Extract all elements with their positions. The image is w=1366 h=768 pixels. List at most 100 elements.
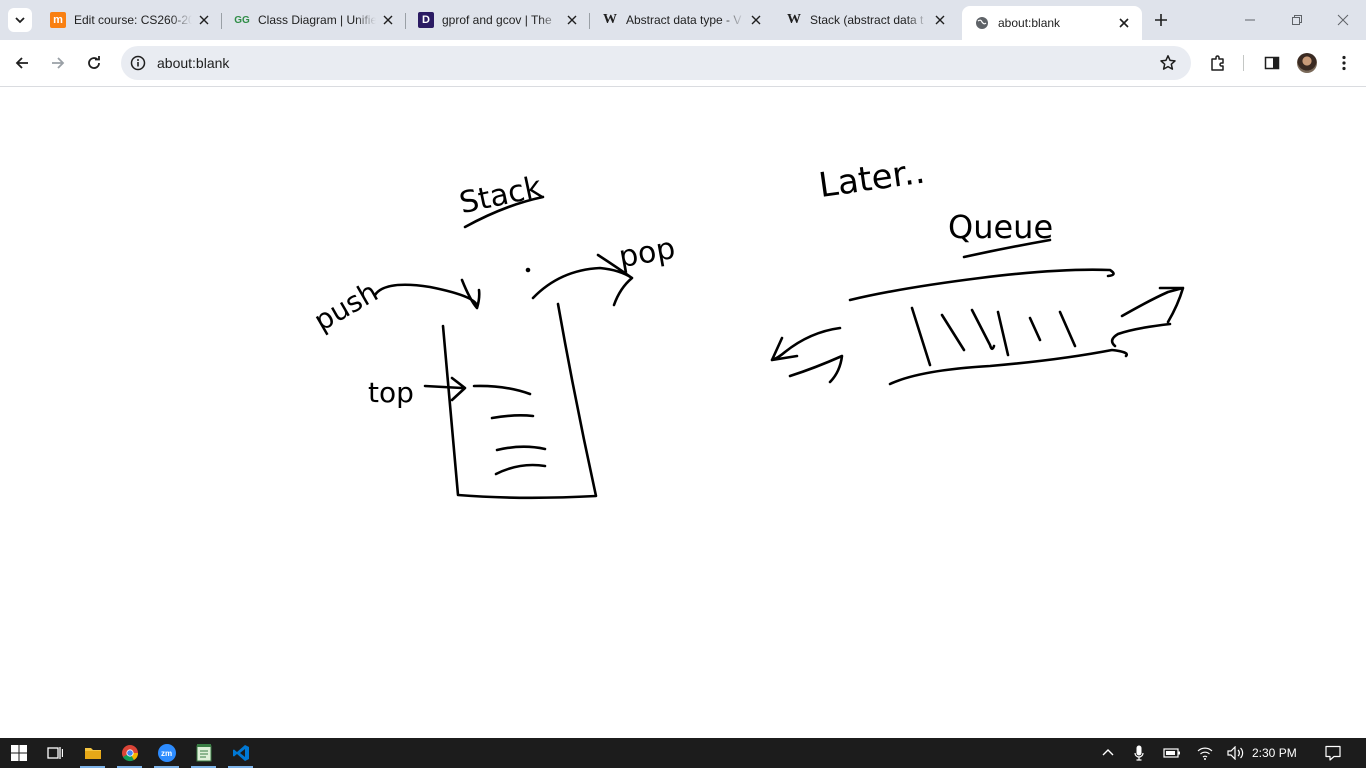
file-explorer-icon xyxy=(84,748,101,759)
file-explorer-button[interactable] xyxy=(74,738,111,768)
queue-item xyxy=(910,306,932,367)
tab-stack-wikipedia[interactable]: W Stack (abstract data t xyxy=(774,6,958,34)
push-arrow xyxy=(373,278,481,310)
start-icon xyxy=(10,745,27,761)
tab-separator xyxy=(589,13,590,29)
top-arrow xyxy=(423,376,467,402)
chevron-down-icon xyxy=(15,17,25,24)
url-text[interactable]: about:blank xyxy=(157,55,230,71)
dev-d-icon: D xyxy=(418,12,434,28)
reload-icon xyxy=(88,56,100,69)
task-view-button[interactable] xyxy=(36,738,73,768)
tab-separator xyxy=(221,13,222,29)
tab-title: Abstract data type - V xyxy=(626,13,742,27)
start-button[interactable] xyxy=(0,738,37,768)
tab-search-button[interactable] xyxy=(8,8,32,32)
stack-item xyxy=(472,384,532,396)
zoom-icon: zm xyxy=(157,744,176,762)
extensions-button[interactable] xyxy=(1206,51,1230,75)
side-panel-button[interactable] xyxy=(1260,51,1284,75)
plus-icon xyxy=(1155,14,1167,26)
stack-title-underline xyxy=(463,195,545,229)
chrome-button[interactable] xyxy=(111,738,148,768)
dequeue-arrow xyxy=(788,354,844,384)
bookmark-star-icon[interactable] xyxy=(1159,54,1177,72)
forward-button[interactable] xyxy=(46,51,70,75)
battery-icon xyxy=(1163,748,1180,758)
profile-button[interactable] xyxy=(1295,51,1319,75)
tab-title: Class Diagram | Unifie xyxy=(258,13,376,27)
queue-item xyxy=(1058,310,1077,348)
windows-taskbar: zm 2:30 PM xyxy=(0,738,1366,768)
tab-gprof-gcov[interactable]: D gprof and gcov | The xyxy=(406,6,590,34)
stack-item xyxy=(490,414,535,420)
close-icon[interactable] xyxy=(564,12,580,28)
notepad-button[interactable] xyxy=(185,738,222,768)
close-icon[interactable] xyxy=(380,12,396,28)
vscode-button[interactable] xyxy=(222,738,259,768)
wifi-icon xyxy=(1197,747,1213,760)
chrome-icon xyxy=(121,745,138,762)
battery-tray-button[interactable] xyxy=(1161,738,1183,768)
notifications-button[interactable] xyxy=(1322,738,1344,768)
new-tab-button[interactable] xyxy=(1150,9,1172,31)
push-label: push xyxy=(308,275,383,338)
taskbar-clock[interactable]: 2:30 PM xyxy=(1252,738,1297,768)
queue-item xyxy=(1028,316,1042,342)
back-button[interactable] xyxy=(10,51,34,75)
side-panel-icon xyxy=(1264,56,1280,70)
tab-strip: m Edit course: CS260-20 GG Class Diagram… xyxy=(0,0,1366,40)
show-hidden-icons-button[interactable] xyxy=(1098,738,1118,768)
queue-bottom-line xyxy=(888,348,1128,386)
forward-arrow-icon xyxy=(52,57,65,69)
dequeue-arrow xyxy=(770,326,842,362)
globe-icon xyxy=(974,15,990,31)
queue-top-line xyxy=(848,268,1115,302)
wikipedia-icon: W xyxy=(603,12,617,27)
top-label: top xyxy=(368,376,414,409)
site-info-icon[interactable] xyxy=(129,54,147,72)
tab-class-diagram[interactable]: GG Class Diagram | Unifie xyxy=(222,6,406,34)
address-bar[interactable]: about:blank xyxy=(121,46,1191,80)
notification-icon xyxy=(1325,745,1341,761)
network-tray-button[interactable] xyxy=(1195,738,1215,768)
task-view-icon xyxy=(46,747,63,759)
stack-item xyxy=(494,463,547,476)
handwritten-drawing: Stack push pop top Later.. Queue xyxy=(308,152,1185,500)
browser-toolbar: about:blank xyxy=(0,40,1366,87)
volume-tray-button[interactable] xyxy=(1225,738,1247,768)
close-icon[interactable] xyxy=(932,12,948,28)
close-icon[interactable] xyxy=(1116,15,1132,31)
moodle-icon: m xyxy=(50,12,66,28)
zoom-button[interactable]: zm xyxy=(148,738,185,768)
menu-button[interactable] xyxy=(1332,51,1356,75)
notepad-icon xyxy=(196,744,211,762)
page-content: Stack push pop top Later.. Queue xyxy=(0,87,1366,738)
close-window-button[interactable] xyxy=(1331,8,1355,32)
close-icon xyxy=(1337,14,1349,26)
minimize-icon xyxy=(1245,19,1255,21)
close-icon[interactable] xyxy=(748,12,764,28)
tab-title: Edit course: CS260-20 xyxy=(74,13,192,27)
restore-button[interactable] xyxy=(1285,8,1309,32)
stack-title: Stack xyxy=(456,170,545,222)
reload-button[interactable] xyxy=(82,51,106,75)
minimize-button[interactable] xyxy=(1238,8,1262,32)
tab-title: Stack (abstract data t xyxy=(810,13,924,27)
toolbar-divider xyxy=(1243,55,1244,71)
back-arrow-icon xyxy=(15,57,28,69)
tab-about-blank[interactable]: about:blank xyxy=(962,6,1142,40)
stack-item xyxy=(495,445,547,452)
later-label: Later.. xyxy=(816,152,927,206)
tab-moodle[interactable]: m Edit course: CS260-20 xyxy=(38,6,222,34)
pop-arrow xyxy=(531,253,634,307)
tab-separator xyxy=(405,13,406,29)
microphone-tray-button[interactable] xyxy=(1130,738,1148,768)
queue-item xyxy=(996,310,1010,357)
close-icon[interactable] xyxy=(196,12,212,28)
tab-abstract-data-type[interactable]: W Abstract data type - V xyxy=(590,6,774,34)
clock-time: 2:30 PM xyxy=(1252,746,1297,760)
volume-icon xyxy=(1227,746,1244,760)
restore-icon xyxy=(1292,15,1302,25)
tab-title: gprof and gcov | The xyxy=(442,13,552,27)
